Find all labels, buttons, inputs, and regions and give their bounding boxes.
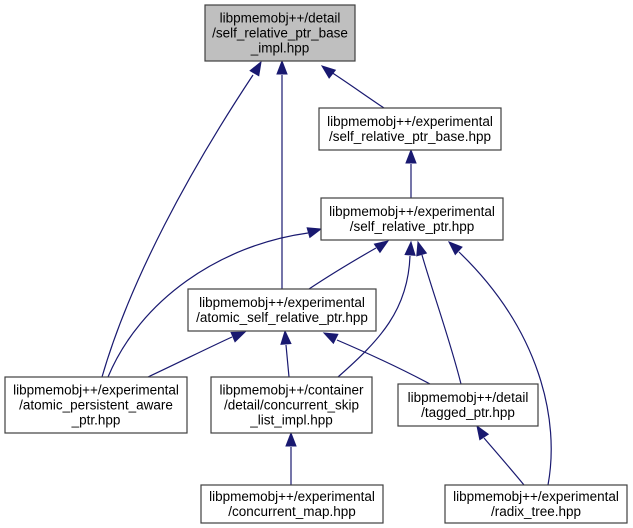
node-box[interactable] bbox=[318, 107, 502, 151]
node-label-line: libpmemobj++/experimental bbox=[13, 383, 179, 398]
node-box[interactable] bbox=[397, 383, 539, 427]
node-self-relative-ptr-base-impl[interactable]: libpmemobj++/detail/self_relative_ptr_ba… bbox=[204, 4, 356, 62]
edge-line bbox=[107, 232, 309, 378]
node-box[interactable] bbox=[4, 376, 188, 434]
arrowhead-icon bbox=[405, 148, 417, 164]
edge-concurrent_skip_list_impl-to-self_relative_ptr bbox=[337, 240, 416, 378]
arrowhead-icon bbox=[276, 59, 288, 75]
edge-atomic_persistent_aware_ptr-to-atomic_self_relative_ptr bbox=[147, 331, 247, 378]
node-label-line: /concurrent_map.hpp bbox=[228, 504, 356, 519]
arrowhead-icon bbox=[249, 60, 262, 77]
arrowhead-icon bbox=[322, 332, 339, 345]
node-label-line: /self_relative_ptr_base bbox=[212, 26, 348, 41]
node-radix-tree[interactable]: libpmemobj++/experimental/radix_tree.hpp bbox=[444, 484, 628, 524]
edge-tagged_ptr-to-self_relative_ptr bbox=[416, 240, 462, 385]
node-label-line: libpmemobj++/experimental bbox=[327, 114, 493, 129]
edge-self_relative_ptr-to-self_relative_ptr_base bbox=[405, 148, 417, 198]
edge-concurrent_skip_list_impl-to-atomic_self_relative_ptr bbox=[280, 329, 292, 378]
edge-line bbox=[458, 251, 552, 486]
arrowhead-icon bbox=[476, 424, 490, 441]
node-label-line: /radix_tree.hpp bbox=[491, 504, 581, 519]
arrowhead-icon bbox=[285, 431, 297, 447]
node-label-line: libpmemobj++/experimental bbox=[209, 489, 375, 504]
arrowhead-icon bbox=[373, 240, 390, 254]
edge-radix_tree-to-self_relative_ptr bbox=[447, 241, 552, 486]
node-concurrent-map[interactable]: libpmemobj++/experimental/concurrent_map… bbox=[200, 484, 384, 524]
node-label-line: libpmemobj++/experimental bbox=[329, 204, 495, 219]
node-box[interactable] bbox=[444, 484, 628, 524]
arrowhead-icon bbox=[280, 329, 292, 345]
edge-self_relative_ptr_base-to-self_relative_ptr_base_impl bbox=[320, 65, 385, 109]
node-box[interactable] bbox=[204, 4, 356, 62]
node-label-line: /self_relative_ptr.hpp bbox=[350, 219, 475, 234]
node-label-line: /detail/concurrent_skip bbox=[224, 398, 359, 413]
node-label-line: /atomic_self_relative_ptr.hpp bbox=[196, 310, 368, 325]
arrowhead-icon bbox=[230, 331, 247, 343]
node-self-relative-ptr[interactable]: libpmemobj++/experimental/self_relative_… bbox=[320, 197, 504, 241]
edge-line bbox=[330, 71, 385, 109]
node-box[interactable] bbox=[320, 197, 504, 241]
edge-line bbox=[421, 254, 462, 385]
node-label-line: _ptr.hpp bbox=[71, 413, 121, 428]
edge-line bbox=[308, 247, 377, 290]
node-label-line: libpmemobj++/experimental bbox=[199, 295, 365, 310]
node-self-relative-ptr-base[interactable]: libpmemobj++/experimental/self_relative_… bbox=[318, 107, 502, 151]
edge-line bbox=[147, 336, 233, 378]
node-box[interactable] bbox=[187, 288, 377, 332]
edge-line bbox=[483, 437, 525, 486]
node-box[interactable] bbox=[200, 484, 384, 524]
node-concurrent-skip-list-impl[interactable]: libpmemobj++/container/detail/concurrent… bbox=[210, 376, 373, 434]
node-label-line: libpmemobj++/detail bbox=[408, 390, 529, 405]
node-label-line: libpmemobj++/experimental bbox=[453, 489, 619, 504]
node-tagged-ptr[interactable]: libpmemobj++/detail/tagged_ptr.hpp bbox=[397, 383, 539, 427]
edges-layer bbox=[101, 59, 552, 486]
edge-line bbox=[101, 74, 254, 378]
edge-atomic_persistent_aware_ptr-to-self_relative_ptr bbox=[107, 227, 323, 378]
edge-concurrent_map-to-concurrent_skip_list_impl bbox=[285, 431, 297, 485]
edge-line bbox=[336, 339, 431, 385]
node-label-line: libpmemobj++/detail bbox=[220, 11, 341, 26]
node-atomic-self-relative-ptr[interactable]: libpmemobj++/experimental/atomic_self_re… bbox=[187, 288, 377, 332]
node-label-line: _impl.hpp bbox=[250, 41, 310, 56]
node-label-line: /self_relative_ptr_base.hpp bbox=[329, 129, 491, 144]
edge-radix_tree-to-tagged_ptr bbox=[476, 424, 525, 486]
nodes-layer: libpmemobj++/detail/self_relative_ptr_ba… bbox=[4, 4, 628, 524]
edge-line bbox=[337, 255, 411, 378]
arrowhead-icon bbox=[404, 240, 416, 256]
arrowhead-icon bbox=[416, 240, 428, 257]
arrowhead-icon bbox=[447, 241, 463, 256]
edge-atomic_self_relative_ptr-to-self_relative_ptr bbox=[308, 240, 390, 290]
node-label-line: _list_impl.hpp bbox=[249, 413, 333, 428]
node-label-line: libpmemobj++/container bbox=[219, 383, 364, 398]
edge-tagged_ptr-to-atomic_self_relative_ptr bbox=[322, 332, 431, 385]
node-label-line: /tagged_ptr.hpp bbox=[421, 405, 515, 420]
edge-atomic_persistent_aware_ptr-to-self_relative_ptr_base_impl bbox=[101, 60, 262, 378]
node-label-line: /atomic_persistent_aware bbox=[19, 398, 173, 413]
arrowhead-icon bbox=[306, 227, 323, 239]
arrowhead-icon bbox=[320, 65, 337, 79]
node-box[interactable] bbox=[210, 376, 373, 434]
node-atomic-persistent-aware-ptr[interactable]: libpmemobj++/experimental/atomic_persist… bbox=[4, 376, 188, 434]
edge-atomic_self_relative_ptr-to-self_relative_ptr_base_impl bbox=[276, 59, 288, 289]
edge-line bbox=[285, 344, 290, 378]
